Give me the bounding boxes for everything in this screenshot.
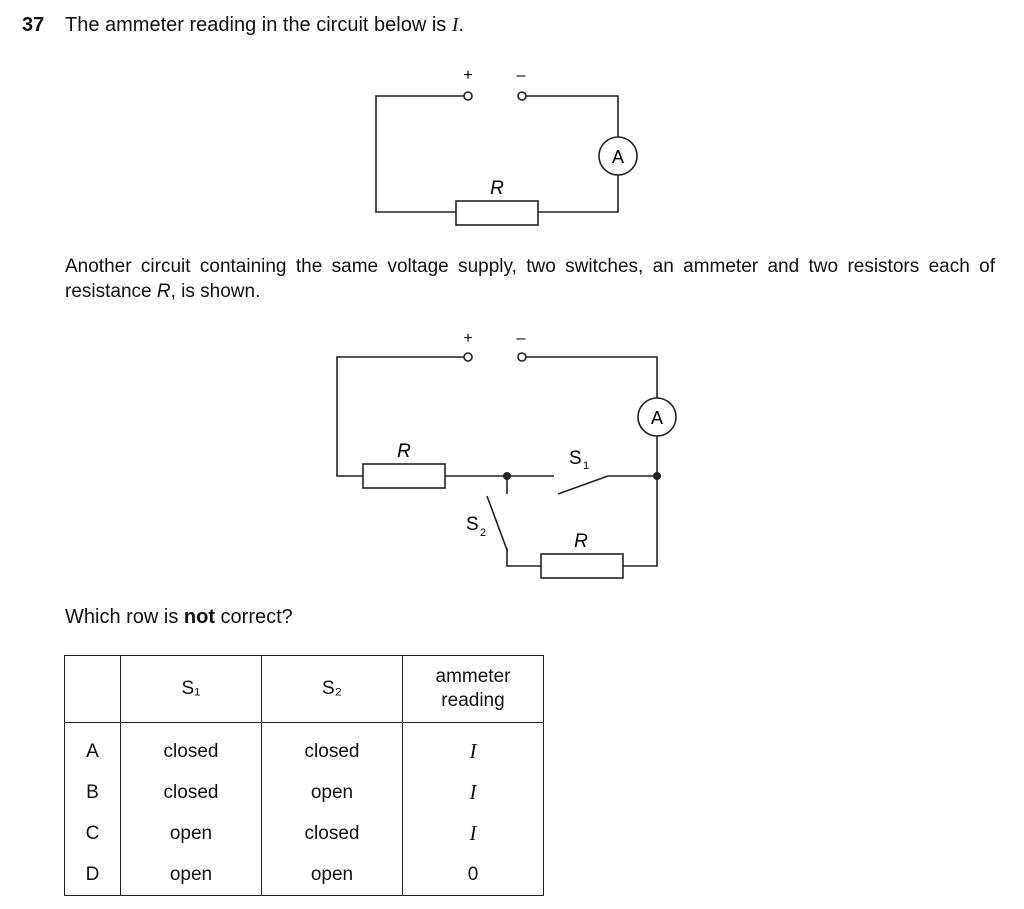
circuit-1-plus-label: + xyxy=(463,67,472,84)
paragraph-text-end: , is shown. xyxy=(170,281,261,302)
circuit-1-right-wire xyxy=(526,95,619,137)
circuit-1-bottom-right-wire xyxy=(538,175,619,213)
row-label: A xyxy=(64,722,121,772)
description-paragraph: Another circuit containing the same volt… xyxy=(65,254,995,304)
circuit-1-left-wire xyxy=(375,95,464,213)
cell-s2: closed xyxy=(261,722,403,772)
circuit-2-junctions xyxy=(503,472,661,480)
header-blank xyxy=(64,655,121,723)
answer-table: S₁ S₂ ammeter reading A closed closed I … xyxy=(64,655,544,896)
question-text: The ammeter reading in the circuit below… xyxy=(65,14,464,37)
circuit-2-positive-terminal xyxy=(463,352,473,362)
row-label: D xyxy=(64,854,121,896)
question-text-start: The ammeter reading in the circuit below… xyxy=(65,14,452,36)
circuit-2-top-right-wire xyxy=(526,356,658,398)
circuit-2-plus-label: + xyxy=(463,330,472,347)
paragraph-text-start: Another circuit containing the same volt… xyxy=(65,256,995,302)
cell-s2: open xyxy=(261,772,403,813)
circuit-1-labels: + – A R xyxy=(463,67,624,199)
prompt: Which row is not correct? xyxy=(65,606,293,629)
header-ammeter-reading-text: ammeter reading xyxy=(435,666,511,711)
row-label: C xyxy=(64,813,121,854)
circuit-1-positive-terminal xyxy=(463,91,473,101)
header-ammeter-reading: ammeter reading xyxy=(402,655,544,723)
circuit-2-ammeter xyxy=(637,397,677,437)
switch-s1-label: S xyxy=(569,448,582,469)
header-s2: S₂ xyxy=(261,655,403,723)
circuit-2-minus-label: – xyxy=(517,330,526,347)
circuit-1 xyxy=(375,91,638,226)
current-symbol: I xyxy=(451,14,459,36)
circuit-1-ammeter-label: A xyxy=(612,147,624,167)
switch-s2-label: S xyxy=(466,514,479,535)
table-row: C open closed I xyxy=(64,813,544,854)
circuit-2-bottom-right-wire xyxy=(623,476,658,567)
header-s1: S₁ xyxy=(120,655,262,723)
circuit-1-minus-label: – xyxy=(517,67,526,84)
table-header-row: S₁ S₂ ammeter reading xyxy=(64,655,544,723)
circuit-2-s2-lower-wire xyxy=(506,548,541,567)
circuit-2-resistor-top-label: R xyxy=(397,441,411,462)
circuit-1-resistor xyxy=(455,200,539,226)
circuit-1-negative-terminal xyxy=(517,91,527,101)
cell-s1: closed xyxy=(120,722,262,772)
circuit-2-switch-s1 xyxy=(557,475,609,495)
prompt-text-start: Which row is xyxy=(65,606,184,628)
prompt-emphasis: not xyxy=(183,606,215,628)
junction-dot-right xyxy=(653,472,661,480)
cell-s1: closed xyxy=(120,772,262,813)
resistance-symbol: R xyxy=(156,281,171,302)
circuit-2-negative-terminal xyxy=(517,352,527,362)
circuit-2-labels: + – A R R S 1 S 2 xyxy=(397,330,663,552)
circuit-2-switch-s2 xyxy=(486,495,508,551)
table-row: A closed closed I xyxy=(64,722,544,772)
cell-s1: open xyxy=(120,813,262,854)
cell-reading: 0 xyxy=(402,854,544,896)
table-row: D open open 0 xyxy=(64,854,544,896)
cell-s2: closed xyxy=(261,813,403,854)
switch-s1-subscript: 1 xyxy=(583,460,589,472)
circuit-2-ammeter-label: A xyxy=(651,408,663,428)
switch-s2-subscript: 2 xyxy=(480,527,486,539)
circuit-2 xyxy=(336,352,677,579)
table-row: B closed open I xyxy=(64,772,544,813)
cell-reading: I xyxy=(402,813,544,854)
question-text-end: . xyxy=(458,14,465,36)
prompt-text-end: correct? xyxy=(215,606,293,628)
cell-s1: open xyxy=(120,854,262,896)
cell-reading: I xyxy=(402,722,544,772)
junction-dot-left xyxy=(503,472,511,480)
row-label: B xyxy=(64,772,121,813)
circuit-2-resistor-bottom-label: R xyxy=(574,531,588,552)
question-number: 37 xyxy=(22,14,45,36)
cell-s2: open xyxy=(261,854,403,896)
circuit-1-ammeter xyxy=(598,136,638,176)
cell-reading: I xyxy=(402,772,544,813)
circuit-1-resistor-label: R xyxy=(490,178,504,199)
circuit-2-resistor-bottom xyxy=(540,553,624,579)
circuit-2-left-wire xyxy=(336,356,464,477)
circuit-2-resistor-top xyxy=(362,463,446,489)
